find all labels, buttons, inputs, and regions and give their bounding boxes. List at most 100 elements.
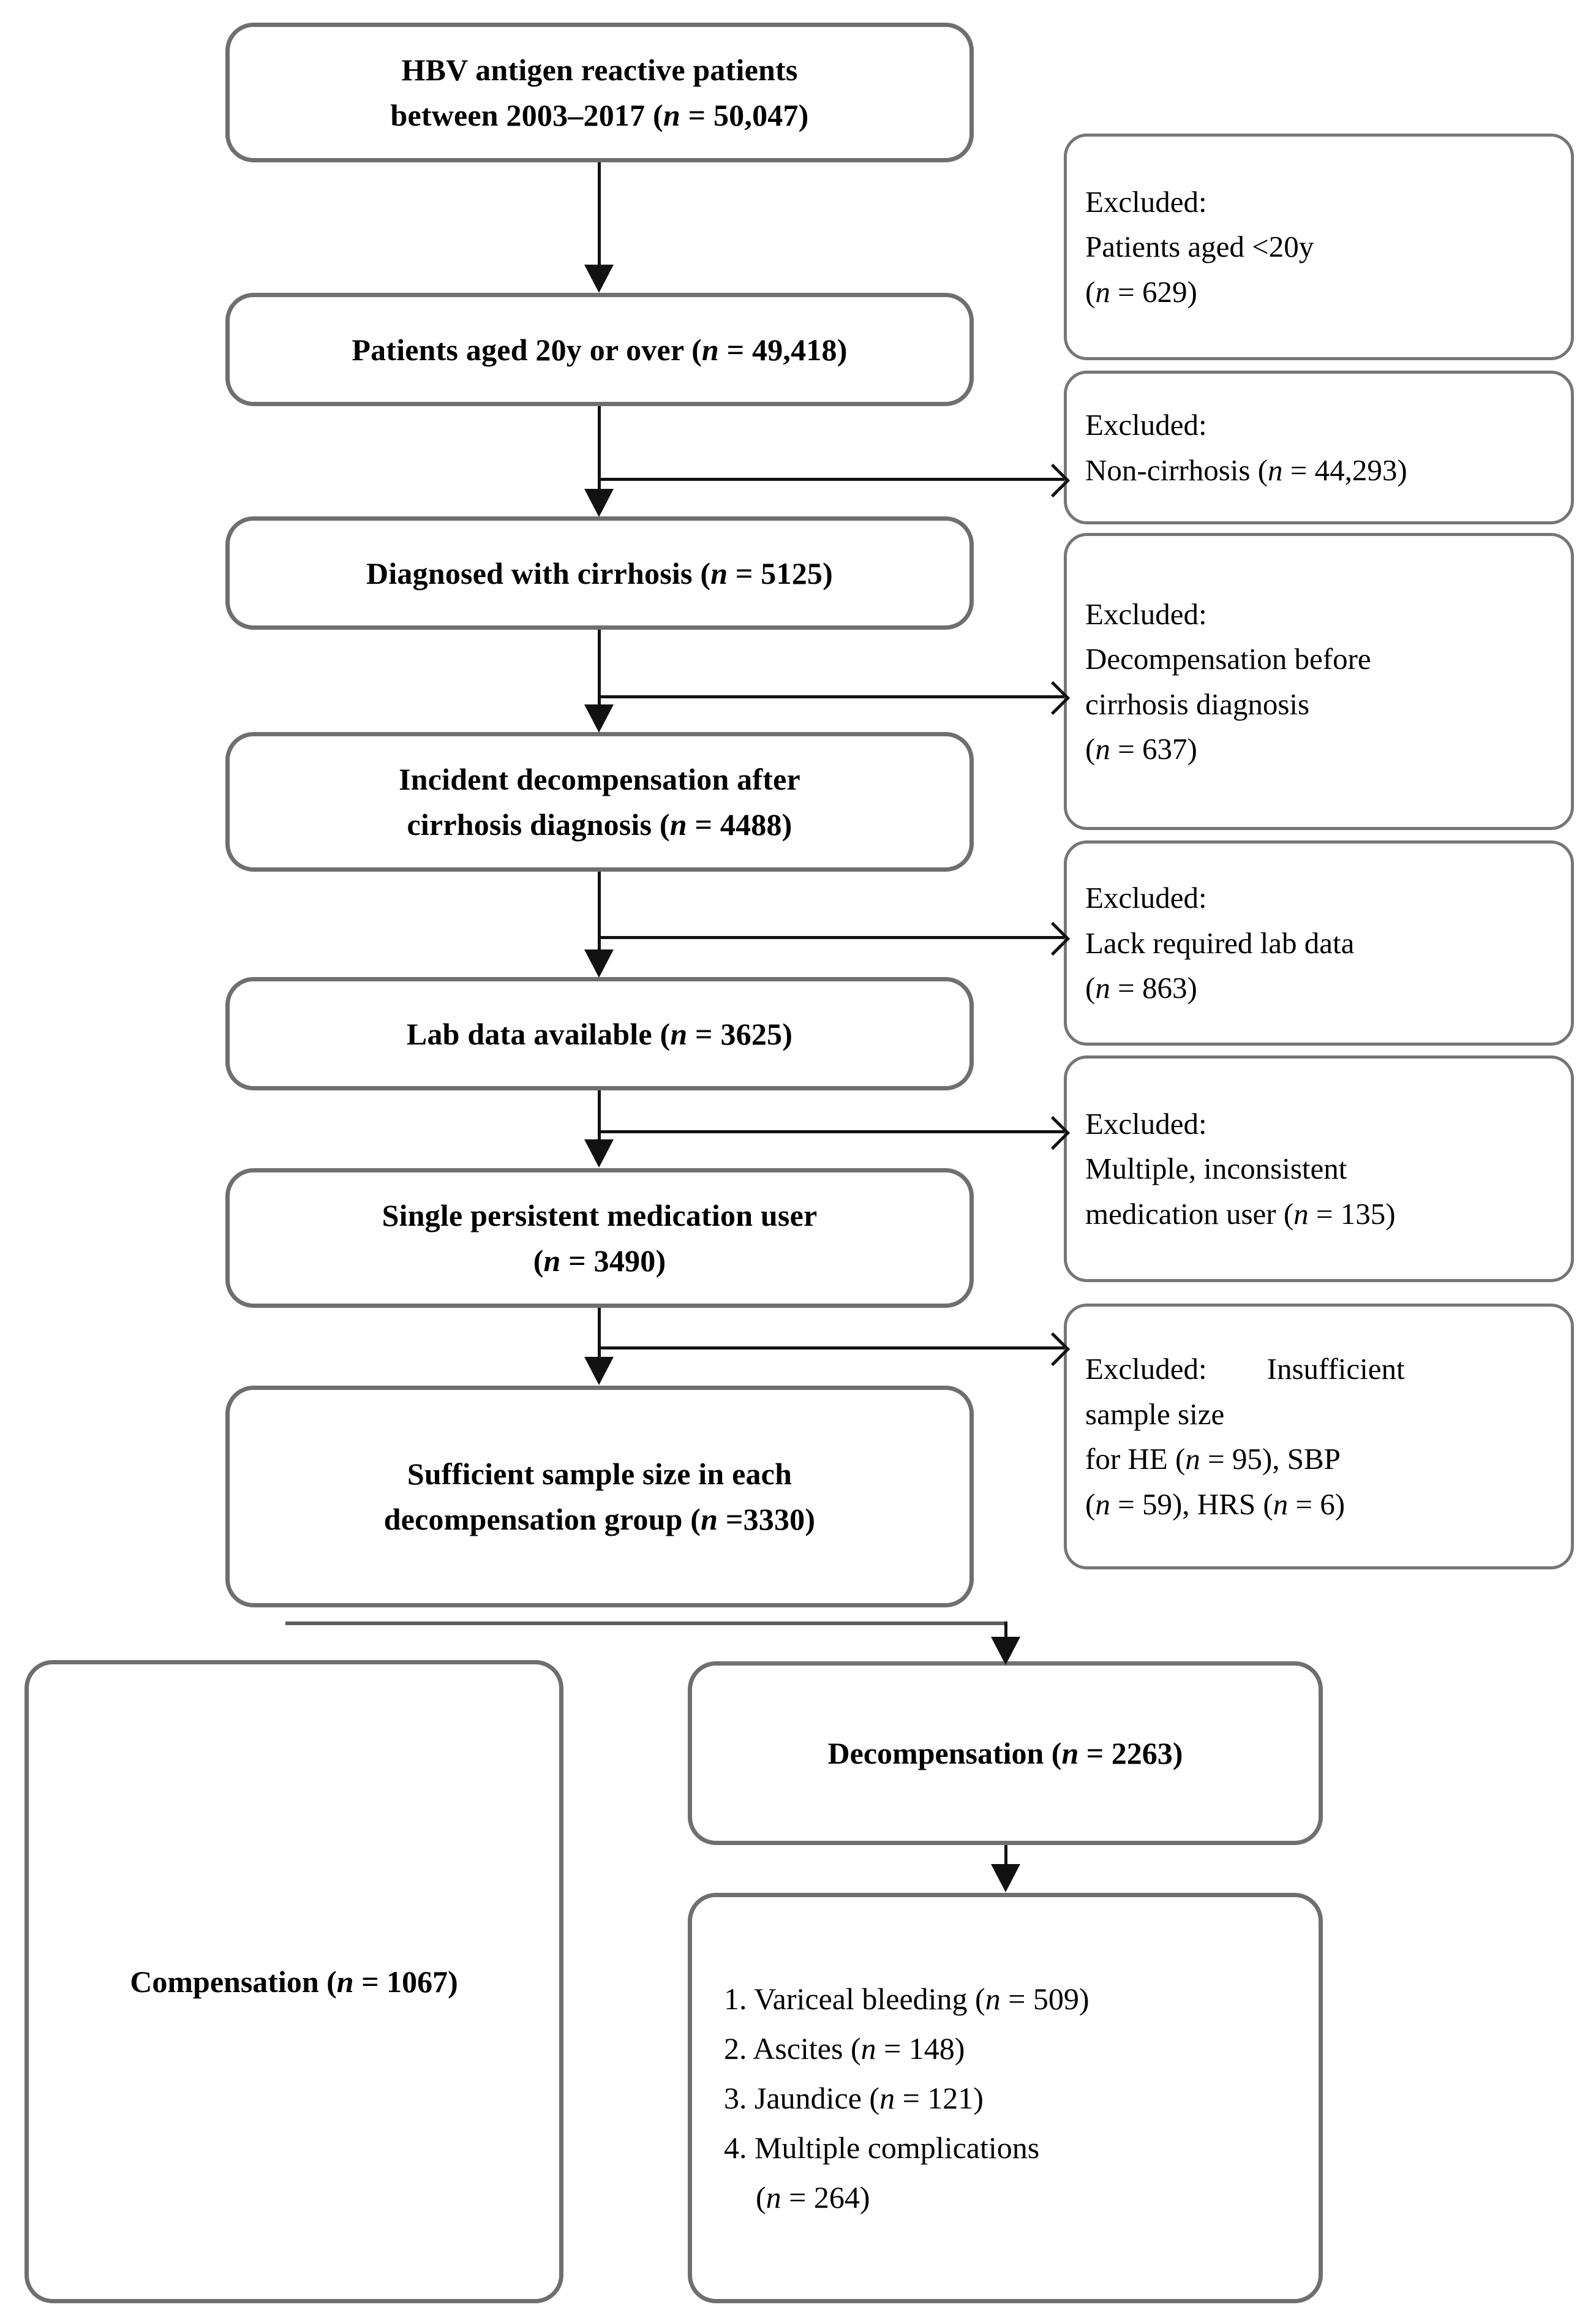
step-3-line-1-pre: Diagnosed with cirrhosis ( (366, 556, 711, 591)
connector-line-to-exclusion-2 (598, 478, 1064, 481)
complication-4-count-post: = 264) (781, 2180, 870, 2214)
step-6-line-2-pre: ( (533, 1244, 544, 1278)
outcome-box-decompensation: Decompensation (n = 2263) (688, 1661, 1323, 1845)
exclusion-box-6-text: Excluded: Insufficient sample size for H… (1067, 1346, 1571, 1527)
complication-1-post: = 509) (1000, 1981, 1090, 2016)
step-7-line-2-post: =3330) (718, 1502, 816, 1536)
step-6-line-1: Single persistent medication user (382, 1198, 818, 1232)
step-2-line-1-post: = 49,418) (718, 332, 848, 367)
step-1-line-1: HBV antigen reactive patients (401, 53, 798, 87)
exclusion-4-n-symbol: n (1095, 971, 1110, 1005)
exclusion-box-2-text: Excluded: Non-cirrhosis (n = 44,293) (1067, 402, 1571, 493)
compensation-n-symbol: n (336, 1965, 354, 1999)
compensation-label-pre: Compensation ( (130, 1965, 337, 1999)
outcome-decompensation-text: Decompensation (n = 2263) (692, 1731, 1319, 1776)
exclusion-box-4-text: Excluded: Lack required lab data (n = 86… (1067, 875, 1571, 1011)
step-7-line-1: Sufficient sample size in each (407, 1457, 792, 1491)
exclusion-6-line-4-post: = 6) (1288, 1487, 1346, 1521)
connector-line-to-exclusion-5 (598, 1130, 1064, 1133)
exclusion-6-n-symbol-3: n (1273, 1487, 1289, 1521)
exclusion-box-2: Excluded: Non-cirrhosis (n = 44,293) (1064, 371, 1574, 524)
complication-4-count-pre: ( (756, 2180, 766, 2214)
arrowhead-step1-step2 (584, 265, 614, 293)
exclusion-3-line-3: cirrhosis diagnosis (1085, 687, 1310, 721)
complication-2-num: 2. (724, 2031, 753, 2066)
arrowhead-step5-step6 (584, 1139, 614, 1168)
arrowhead-step2-step3 (584, 489, 614, 517)
exclusion-4-line-3-pre: ( (1085, 971, 1096, 1005)
complication-4-n-symbol: n (766, 2180, 781, 2214)
exclusion-6-line-3-mid: = 95), SBP (1200, 1442, 1341, 1476)
flow-box-step-6-text: Single persistent medication user (n = 3… (230, 1193, 969, 1283)
step-4-line-2-pre: cirrhosis diagnosis ( (407, 807, 670, 842)
split-bracket-horizontal (285, 1621, 1007, 1625)
outcome-box-complications: 1. Variceal bleeding (n = 509) 2. Ascite… (688, 1893, 1323, 2303)
exclusion-6-line-3-pre: for HE ( (1085, 1442, 1186, 1476)
exclusion-box-6: Excluded: Insufficient sample size for H… (1064, 1304, 1574, 1569)
flow-box-step-1: HBV antigen reactive patients between 20… (225, 23, 974, 162)
exclusion-6-line-2: sample size (1085, 1397, 1225, 1431)
exclusion-3-n-symbol: n (1095, 732, 1110, 766)
complication-2-name: Ascites ( (753, 2031, 861, 2066)
exclusion-1-heading: Excluded: (1085, 184, 1207, 219)
step-5-line-1-post: = 3625) (687, 1016, 793, 1051)
complication-1-num: 1. (724, 1981, 755, 2016)
arrowhead-split-to-decompensation (991, 1637, 1020, 1665)
step-2-n-symbol: n (701, 332, 719, 367)
compensation-label-post: = 1067) (353, 1965, 458, 1999)
complication-item-4-count: (n = 264) (724, 2173, 1287, 2222)
decompensation-n-symbol: n (1061, 1736, 1079, 1770)
exclusion-2-n-symbol: n (1268, 453, 1283, 487)
exclusion-4-line-3-post: = 863) (1110, 971, 1197, 1005)
complication-item-1: 1. Variceal bleeding (n = 509) (724, 1982, 1090, 2016)
complication-item-2: 2. Ascites (n = 148) (724, 2031, 965, 2066)
exclusion-2-line-2-pre: Non-cirrhosis ( (1085, 453, 1268, 487)
exclusion-box-5-text: Excluded: Multiple, inconsistent medicat… (1067, 1101, 1571, 1237)
exclusion-box-3: Excluded: Decompensation before cirrhosi… (1064, 533, 1574, 830)
exclusion-5-line-2: Multiple, inconsistent (1085, 1152, 1347, 1186)
step-2-line-1-pre: Patients aged 20y or over ( (352, 332, 702, 367)
exclusion-3-line-2: Decompensation before (1085, 642, 1371, 676)
connector-line-to-exclusion-6 (598, 1346, 1064, 1349)
connector-line-step2-step3 (598, 406, 601, 492)
flow-box-step-4: Incident decompensation after cirrhosis … (225, 732, 974, 872)
flow-box-step-2: Patients aged 20y or over (n = 49,418) (225, 293, 974, 406)
step-5-n-symbol: n (670, 1016, 688, 1051)
arrowhead-step4-step5 (584, 949, 614, 978)
outcome-complications-list: 1. Variceal bleeding (n = 509) 2. Ascite… (692, 1974, 1319, 2222)
complication-1-n-symbol: n (985, 1981, 1001, 2016)
step-1-line-2-pre: between 2003–2017 ( (390, 98, 663, 132)
step-1-n-symbol: n (663, 98, 680, 132)
complication-3-num: 3. (724, 2080, 755, 2115)
outcome-compensation-text: Compensation (n = 1067) (29, 1959, 559, 2004)
step-4-n-symbol: n (669, 807, 687, 842)
step-4-line-2-post: = 4488) (687, 807, 792, 842)
flow-box-step-5-text: Lab data available (n = 3625) (230, 1011, 969, 1057)
connector-line-step5-step6 (598, 1090, 601, 1141)
exclusion-2-heading: Excluded: (1085, 408, 1207, 442)
connector-line-step6-step7 (598, 1308, 601, 1360)
outcome-box-compensation: Compensation (n = 1067) (24, 1660, 563, 2303)
exclusion-2-line-2-post: = 44,293) (1282, 453, 1407, 487)
complication-3-name: Jaundice ( (755, 2080, 880, 2115)
step-3-n-symbol: n (710, 556, 728, 591)
arrowhead-decompensation-complications (991, 1864, 1020, 1892)
exclusion-5-n-symbol: n (1293, 1196, 1309, 1231)
exclusion-1-line-2: Patients aged <20y (1085, 230, 1314, 264)
complication-item-4: 4. Multiple complications (724, 2131, 1039, 2165)
exclusion-5-heading: Excluded: (1085, 1106, 1207, 1141)
complication-4-name: Multiple complications (755, 2130, 1040, 2165)
exclusion-4-line-2: Lack required lab data (1085, 926, 1355, 960)
exclusion-1-line-3-pre: ( (1085, 274, 1096, 309)
connector-line-decompensation-complications (1004, 1845, 1007, 1871)
complication-2-post: = 148) (876, 2031, 965, 2066)
step-7-n-symbol: n (701, 1502, 718, 1536)
step-6-line-2-post: = 3490) (560, 1244, 666, 1278)
complication-item-3: 3. Jaundice (n = 121) (724, 2081, 984, 2115)
exclusion-1-n-symbol: n (1095, 274, 1110, 309)
flow-box-step-7-text: Sufficient sample size in each decompens… (230, 1451, 969, 1542)
exclusion-6-line-1: Excluded: Insufficient (1085, 1352, 1405, 1386)
flow-box-step-4-text: Incident decompensation after cirrhosis … (230, 757, 969, 847)
exclusion-4-heading: Excluded: (1085, 881, 1207, 915)
connector-line-to-exclusion-4 (598, 936, 1064, 939)
